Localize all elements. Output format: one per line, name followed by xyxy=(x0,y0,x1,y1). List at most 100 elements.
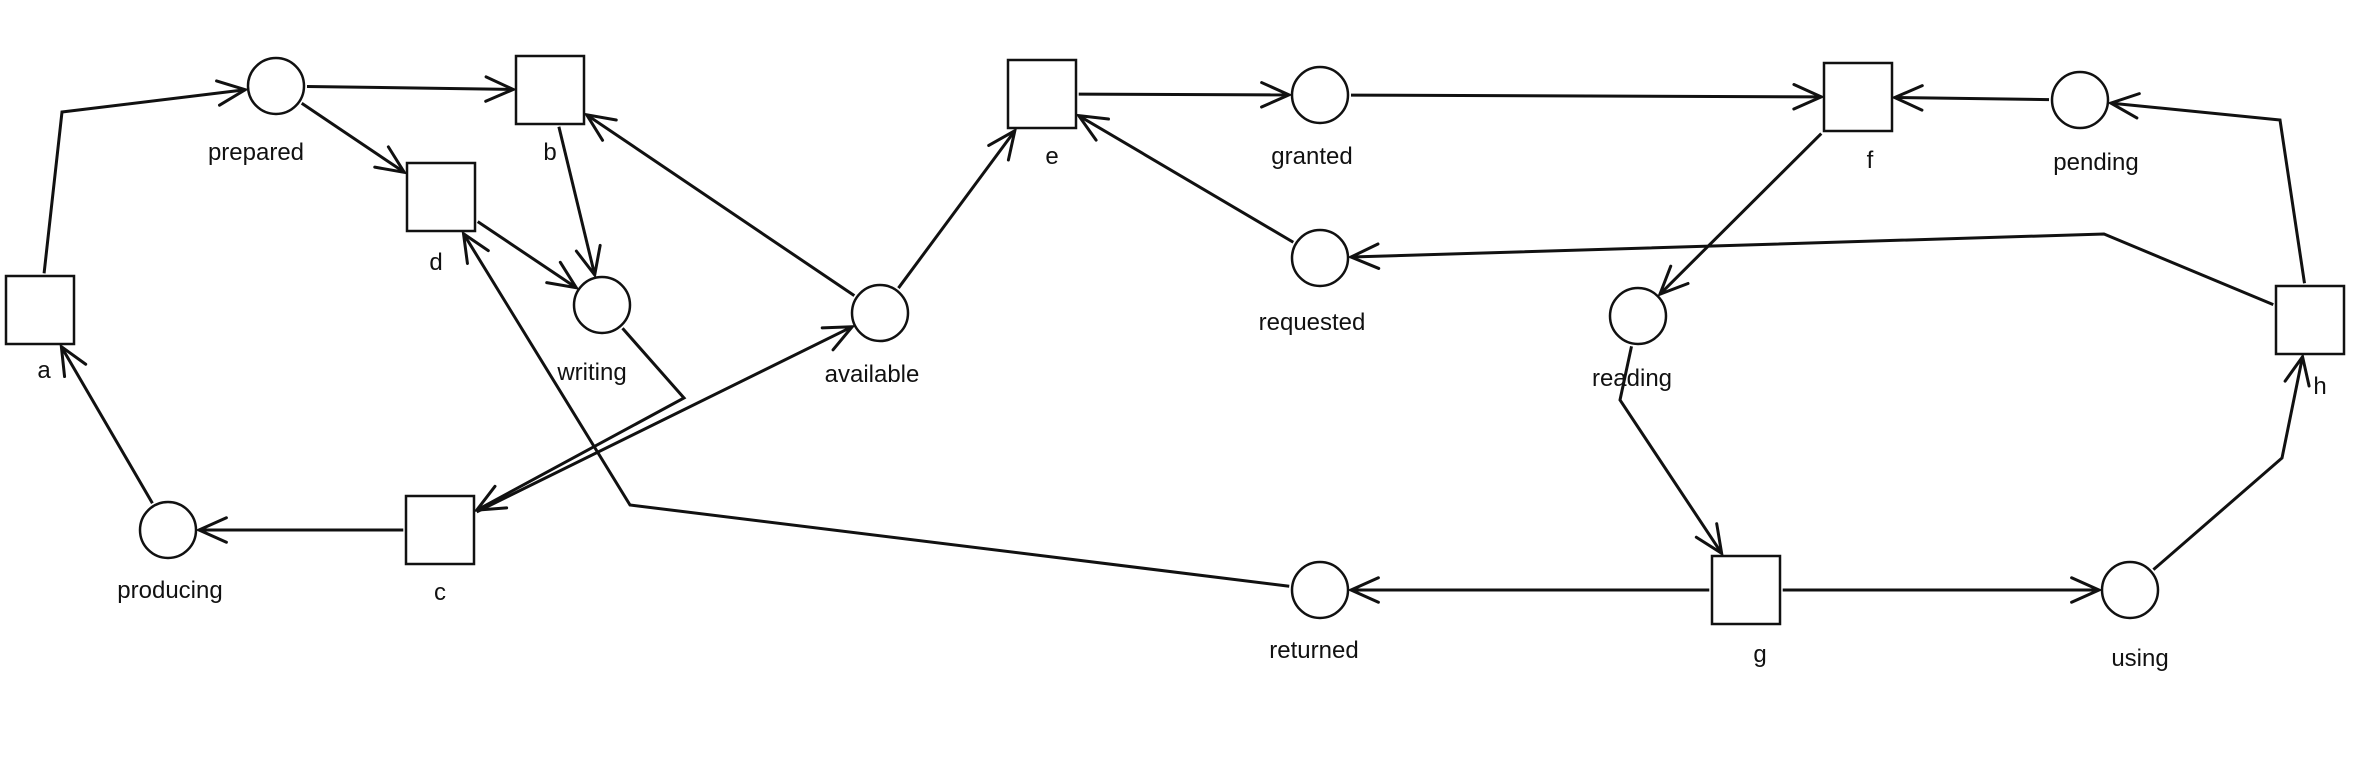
arrowhead xyxy=(1347,576,1380,604)
label-reading: reading xyxy=(1592,365,1672,392)
arc-h-to-requested xyxy=(1347,232,2274,307)
label-prepared: prepared xyxy=(208,139,304,166)
arrowhead xyxy=(1075,113,1111,142)
label-c: c xyxy=(434,579,446,606)
label-g: g xyxy=(1753,641,1766,668)
place-granted xyxy=(1290,65,1350,125)
transition-d xyxy=(405,161,477,233)
arrowhead xyxy=(1792,83,1825,111)
arc-line xyxy=(1077,114,1295,244)
place-available xyxy=(850,283,910,343)
place-returned xyxy=(1290,560,1350,620)
label-available: available xyxy=(825,361,920,388)
label-requested: requested xyxy=(1259,309,1366,336)
arc-requested-to-e xyxy=(1075,113,1295,244)
arrowhead xyxy=(583,112,618,142)
arc-line xyxy=(1618,345,1723,555)
arc-line xyxy=(476,327,687,512)
arc-e-to-granted xyxy=(1078,81,1293,109)
arc-line xyxy=(1658,132,1823,296)
arc-line xyxy=(42,88,246,274)
arc-line xyxy=(476,220,578,289)
arc-prepared-to-b xyxy=(306,75,517,103)
arc-writing-to-c xyxy=(473,327,687,512)
arcs-layer xyxy=(42,75,2311,604)
transition-c xyxy=(404,494,476,566)
label-b: b xyxy=(543,139,556,166)
arrowhead xyxy=(195,516,228,544)
arc-prepared-to-d xyxy=(300,102,408,175)
arc-line xyxy=(557,126,597,276)
arc-returned-to-d xyxy=(461,230,1290,588)
label-returned: returned xyxy=(1269,637,1358,664)
label-e: e xyxy=(1045,143,1058,170)
arrowhead xyxy=(574,243,602,279)
label-using: using xyxy=(2111,645,2168,672)
arrowhead xyxy=(1694,522,1724,557)
arc-line xyxy=(2152,356,2305,571)
place-requested xyxy=(1290,228,1350,288)
arc-line xyxy=(1350,232,2274,307)
arrowhead xyxy=(1347,242,1381,270)
label-f: f xyxy=(1867,147,1874,174)
arc-line xyxy=(300,102,406,174)
arc-line xyxy=(897,129,1017,289)
arrowhead xyxy=(2070,576,2103,604)
arrowhead xyxy=(461,230,490,265)
arc-line xyxy=(306,84,514,91)
arc-line xyxy=(476,325,853,514)
arrowhead xyxy=(1891,84,1924,112)
arc-available-to-e xyxy=(897,127,1018,289)
arc-line xyxy=(1350,93,1822,99)
labels-layer: a b c d e f g h prepared writing producing availabl… xyxy=(37,139,2326,672)
arc-line xyxy=(462,232,1290,588)
arc-line xyxy=(585,113,856,297)
arrowhead xyxy=(1260,81,1293,109)
label-writing: writing xyxy=(556,359,626,386)
label-d: d xyxy=(429,249,442,276)
arrowhead xyxy=(373,145,408,175)
label-h: h xyxy=(2313,373,2326,400)
arc-a-to-prepared xyxy=(42,79,249,274)
label-pending: pending xyxy=(2053,149,2138,176)
arc-d-to-writing xyxy=(476,220,580,290)
place-using xyxy=(2100,560,2160,620)
arrowhead xyxy=(2107,92,2141,120)
arrowhead xyxy=(820,325,856,352)
place-pending xyxy=(2050,70,2110,130)
place-reading xyxy=(1608,286,1668,346)
transition-a xyxy=(4,274,76,346)
arrowhead xyxy=(215,79,249,107)
arc-c-to-available xyxy=(476,325,856,514)
arc-available-to-b xyxy=(583,112,856,297)
place-writing xyxy=(572,275,632,335)
arc-reading-to-g xyxy=(1618,345,1724,557)
arc-line xyxy=(60,345,154,504)
label-granted: granted xyxy=(1271,143,1352,170)
arrowhead xyxy=(484,75,517,103)
arc-producing-to-a xyxy=(59,343,154,504)
nodes-layer xyxy=(4,54,2346,626)
arrowhead xyxy=(473,484,509,512)
arc-g-to-returned xyxy=(1347,576,1710,604)
arc-line xyxy=(1078,92,1290,97)
arc-using-to-h xyxy=(2152,353,2311,571)
arc-granted-to-f xyxy=(1350,83,1825,111)
label-a: a xyxy=(37,357,51,384)
arc-b-to-writing xyxy=(557,126,602,279)
transition-f xyxy=(1822,61,1894,133)
arc-line xyxy=(1894,95,2050,102)
label-producing: producing xyxy=(117,577,222,604)
transition-e xyxy=(1006,58,1078,130)
arc-h-to-pending xyxy=(2107,92,2306,284)
arrowhead xyxy=(545,260,580,290)
place-prepared xyxy=(246,56,306,116)
arrowhead xyxy=(2283,353,2311,388)
arc-f-to-reading xyxy=(1657,132,1823,297)
transition-g xyxy=(1710,554,1782,626)
arc-pending-to-f xyxy=(1891,84,2050,112)
arrowhead xyxy=(59,343,88,379)
transition-h xyxy=(2274,284,2346,356)
arc-line xyxy=(2110,101,2306,284)
